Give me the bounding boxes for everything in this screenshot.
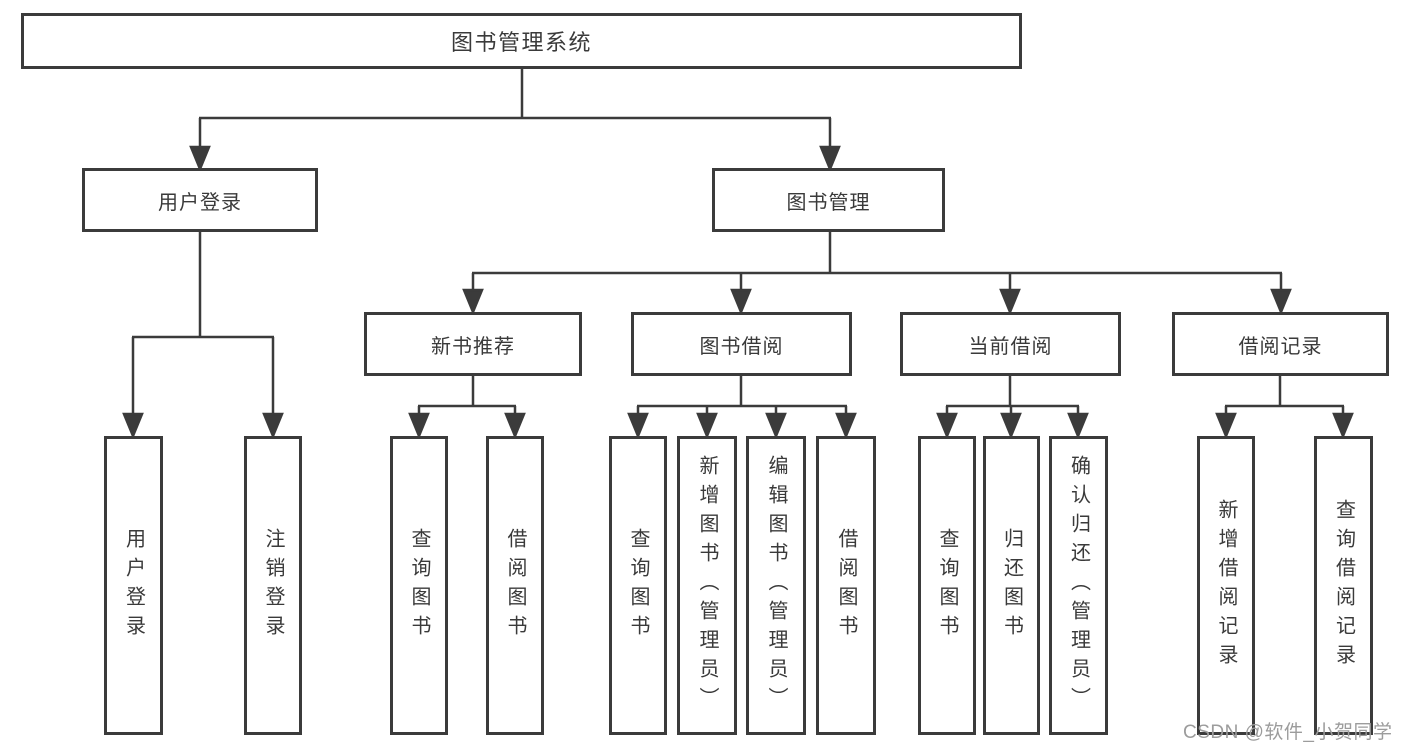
leaf-records-add-record: 新增借阅记录 [1197, 436, 1255, 735]
node-book-borrow: 图书借阅 [631, 312, 852, 376]
leaf-current-query-books: 查询图书 [918, 436, 976, 735]
leaf-newbook-query-books-label: 查询图书 [408, 527, 430, 644]
leaf-current-return-books: 归还图书 [983, 436, 1040, 735]
leaf-records-query-record-label: 查询借阅记录 [1332, 498, 1355, 673]
node-borrow-records: 借阅记录 [1172, 312, 1389, 376]
leaf-borrow-add-books-admin: 新增图书（管理员） [677, 436, 737, 735]
leaf-user-login-label: 用户登录 [122, 527, 145, 644]
node-root-system-label: 图书管理系统 [450, 30, 592, 55]
connector-borrow-to-leaves [627, 376, 857, 440]
node-book-management-label: 图书管理 [786, 191, 871, 214]
node-user-login-label: 用户登录 [158, 191, 242, 214]
leaf-records-add-record-label: 新增借阅记录 [1215, 498, 1237, 673]
connector-records-to-leaves [1215, 376, 1354, 440]
leaf-borrow-add-books-admin-label: 新增图书（管理员） [696, 455, 718, 716]
leaf-logout-label: 注销登录 [262, 527, 284, 644]
node-root-system: 图书管理系统 [21, 13, 1022, 69]
leaf-newbook-borrow-books-label: 借阅图书 [504, 527, 526, 644]
connector-root-to-level2 [189, 69, 841, 173]
leaf-borrow-edit-books-admin: 编辑图书（管理员） [746, 436, 806, 735]
leaf-current-confirm-return-admin-label: 确认归还（管理员） [1067, 455, 1090, 716]
leaf-borrow-borrow-books: 借阅图书 [816, 436, 876, 735]
node-book-borrow-label: 图书借阅 [699, 335, 784, 358]
leaf-borrow-borrow-books-label: 借阅图书 [835, 527, 857, 644]
node-current-borrow-label: 当前借阅 [968, 335, 1053, 358]
node-new-book-recommend-label: 新书推荐 [431, 335, 515, 358]
node-current-borrow: 当前借阅 [900, 312, 1121, 376]
leaf-current-confirm-return-admin: 确认归还（管理员） [1049, 436, 1108, 735]
leaf-borrow-edit-books-admin-label: 编辑图书（管理员） [765, 455, 787, 716]
node-borrow-records-label: 借阅记录 [1238, 335, 1323, 358]
leaf-borrow-query-books: 查询图书 [609, 436, 667, 735]
connector-newbook-to-leaves [408, 376, 526, 440]
connector-bookmgmt-to-level3 [462, 232, 1292, 316]
node-new-book-recommend: 新书推荐 [364, 312, 582, 376]
leaf-borrow-query-books-label: 查询图书 [627, 527, 649, 644]
node-user-login: 用户登录 [82, 168, 318, 232]
leaf-logout: 注销登录 [244, 436, 302, 735]
leaf-records-query-record: 查询借阅记录 [1314, 436, 1373, 735]
connector-userlogin-to-leaves [122, 232, 284, 440]
leaf-newbook-borrow-books: 借阅图书 [486, 436, 544, 735]
leaf-current-query-books-label: 查询图书 [936, 527, 958, 644]
connector-current-to-leaves [936, 376, 1089, 440]
csdn-watermark: CSDN @软件_小贺同学 [1183, 722, 1393, 743]
leaf-user-login: 用户登录 [104, 436, 163, 735]
leaf-current-return-books-label: 归还图书 [1000, 527, 1023, 644]
node-book-management: 图书管理 [712, 168, 945, 232]
leaf-newbook-query-books: 查询图书 [390, 436, 448, 735]
